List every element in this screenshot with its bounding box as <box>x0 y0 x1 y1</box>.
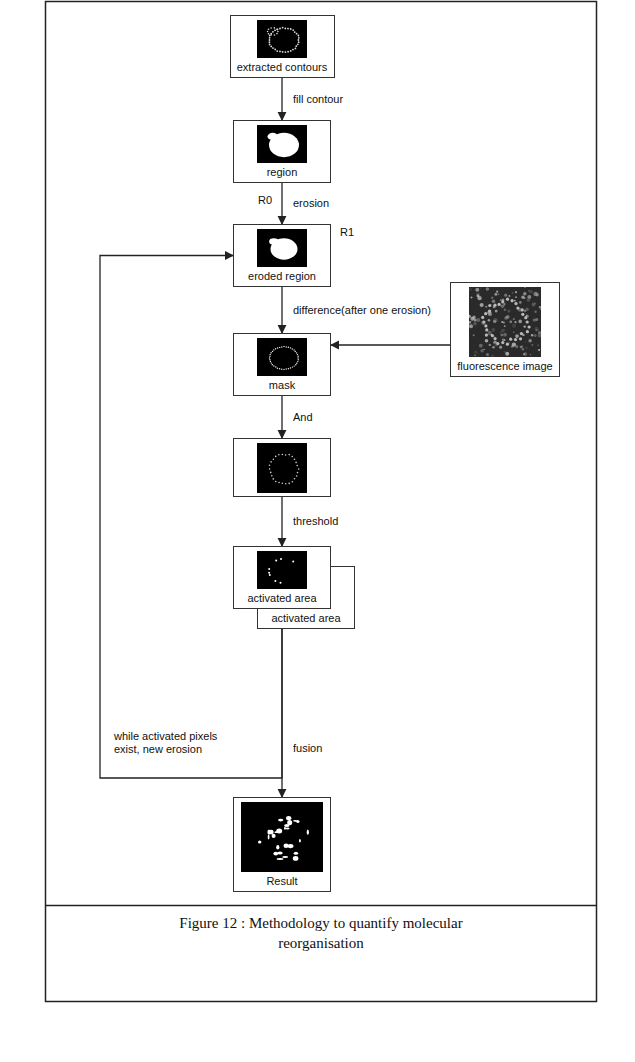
image-box: activated area <box>233 546 331 609</box>
box-label: Result <box>239 874 325 888</box>
edge-label: while activated pixels exist, new erosio… <box>112 730 238 756</box>
box-image <box>257 443 307 493</box>
box-image <box>241 802 323 872</box>
image-box: fluorescence image <box>450 282 560 377</box>
region-label: R1 <box>338 226 356 239</box>
edge-label: difference(after one erosion) <box>291 304 433 317</box>
flow-arrow <box>281 497 282 546</box>
image-box <box>233 438 331 497</box>
box-image <box>257 229 307 267</box>
box-image <box>257 338 307 376</box>
box-image <box>469 287 541 357</box>
figure-caption: Figure 12 : Methodology to quantify mole… <box>45 913 597 953</box>
box-label: activated area <box>239 591 325 605</box>
image-box: extracted contours <box>230 15 335 78</box>
flow-arrow <box>281 78 282 120</box>
box-label-text: extracted contours <box>237 60 328 74</box>
flow-arrow <box>281 396 282 438</box>
image-box: region <box>233 120 331 183</box>
image-box: mask <box>233 333 331 396</box>
box-label: fluorescence image <box>456 359 554 373</box>
box-label-text: Result <box>266 874 297 888</box>
edge-label: fusion <box>291 742 324 755</box>
box-label-text: eroded region <box>248 269 316 283</box>
box-label: eroded region <box>239 269 325 283</box>
box-label: extracted contours <box>236 60 329 74</box>
box-label-text: activated area <box>271 611 340 625</box>
edge-label: erosion <box>291 197 331 210</box>
region-label: R0 <box>256 194 274 207</box>
figure-caption-text: Figure 12 : Methodology to quantify mole… <box>156 913 486 953</box>
edge-label: fill contour <box>291 93 345 106</box>
image-box: Result <box>233 797 331 892</box>
flow-arrow <box>331 344 450 345</box>
frame-border <box>46 2 597 1002</box>
edge-label: threshold <box>291 515 340 528</box>
box-image <box>257 551 307 589</box>
flow-arrow <box>281 287 282 333</box>
box-label: region <box>239 165 325 179</box>
box-image <box>257 125 307 163</box>
box-label-text: fluorescence image <box>457 359 552 373</box>
box-label-text: region <box>267 165 298 179</box>
box-label-text: mask <box>269 378 295 392</box>
image-box: eroded region <box>233 224 331 287</box>
flow-arrow <box>281 183 282 224</box>
box-label: mask <box>239 378 325 392</box>
box-label-text: activated area <box>247 591 316 605</box>
box-image <box>257 20 307 58</box>
caption-separator <box>46 905 597 907</box>
box-label: activated area <box>263 611 349 625</box>
edge-label: And <box>291 411 315 424</box>
